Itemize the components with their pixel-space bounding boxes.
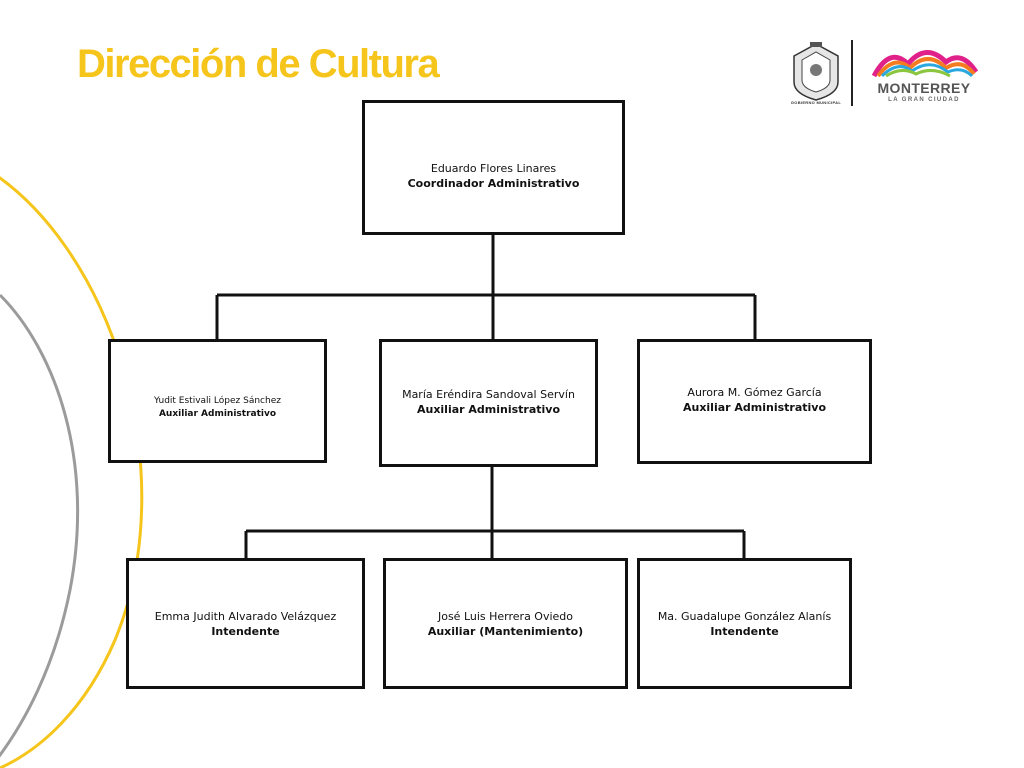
org-box-name: Emma Judith Alvarado Velázquez: [154, 610, 337, 623]
org-box-name: Yudit Estivali López Sánchez: [154, 396, 281, 406]
monterrey-mountain-icon: [871, 50, 979, 78]
logos-graphic: [793, 40, 979, 106]
org-box-yudit: Yudit Estivali López Sánchez Auxiliar Ad…: [108, 339, 327, 463]
page-title: Dirección de Cultura: [77, 42, 440, 86]
org-box-jose: José Luis Herrera Oviedo Auxiliar (Mante…: [383, 558, 628, 689]
org-box-role: Auxiliar Administrativo: [416, 403, 561, 416]
org-box-name: José Luis Herrera Oviedo: [437, 610, 574, 623]
org-box-role: Auxiliar (Mantenimiento): [427, 625, 584, 638]
org-box-role: Intendente: [211, 625, 280, 638]
org-box-emma: Emma Judith Alvarado Velázquez Intendent…: [126, 558, 365, 689]
org-box-role: Coordinador Administrativo: [407, 177, 580, 190]
yellow-arc: [0, 176, 144, 768]
org-box-guadalupe: Ma. Guadalupe González Alanís Intendente: [637, 558, 852, 689]
org-box-name: Ma. Guadalupe González Alanís: [657, 610, 832, 623]
org-box-name: María Eréndira Sandoval Servín: [402, 388, 575, 401]
org-box-role: Intendente: [710, 625, 779, 638]
org-box-name: Eduardo Flores Linares: [430, 162, 557, 175]
org-box-maria: María Eréndira Sandoval Servín Auxiliar …: [379, 339, 598, 467]
gray-arc: [0, 293, 80, 758]
municipal-seal-icon: [793, 42, 839, 101]
org-box-name: Aurora M. Gómez García: [687, 386, 822, 399]
org-box-coordinator: Eduardo Flores Linares Coordinador Admin…: [362, 100, 625, 235]
seal-caption: GOBIERNO MUNICIPAL: [790, 100, 842, 105]
org-box-role: Auxiliar Administrativo: [158, 409, 277, 419]
org-box-role: Auxiliar Administrativo: [682, 401, 827, 414]
header-logos: GOBIERNO MUNICIPAL MONTERREY LA GRAN CIU…: [786, 38, 986, 110]
city-logo-name: MONTERREY: [877, 80, 971, 96]
city-logo-subtitle: LA GRAN CIUDAD: [888, 97, 960, 103]
org-box-aurora: Aurora M. Gómez García Auxiliar Administ…: [637, 339, 872, 464]
